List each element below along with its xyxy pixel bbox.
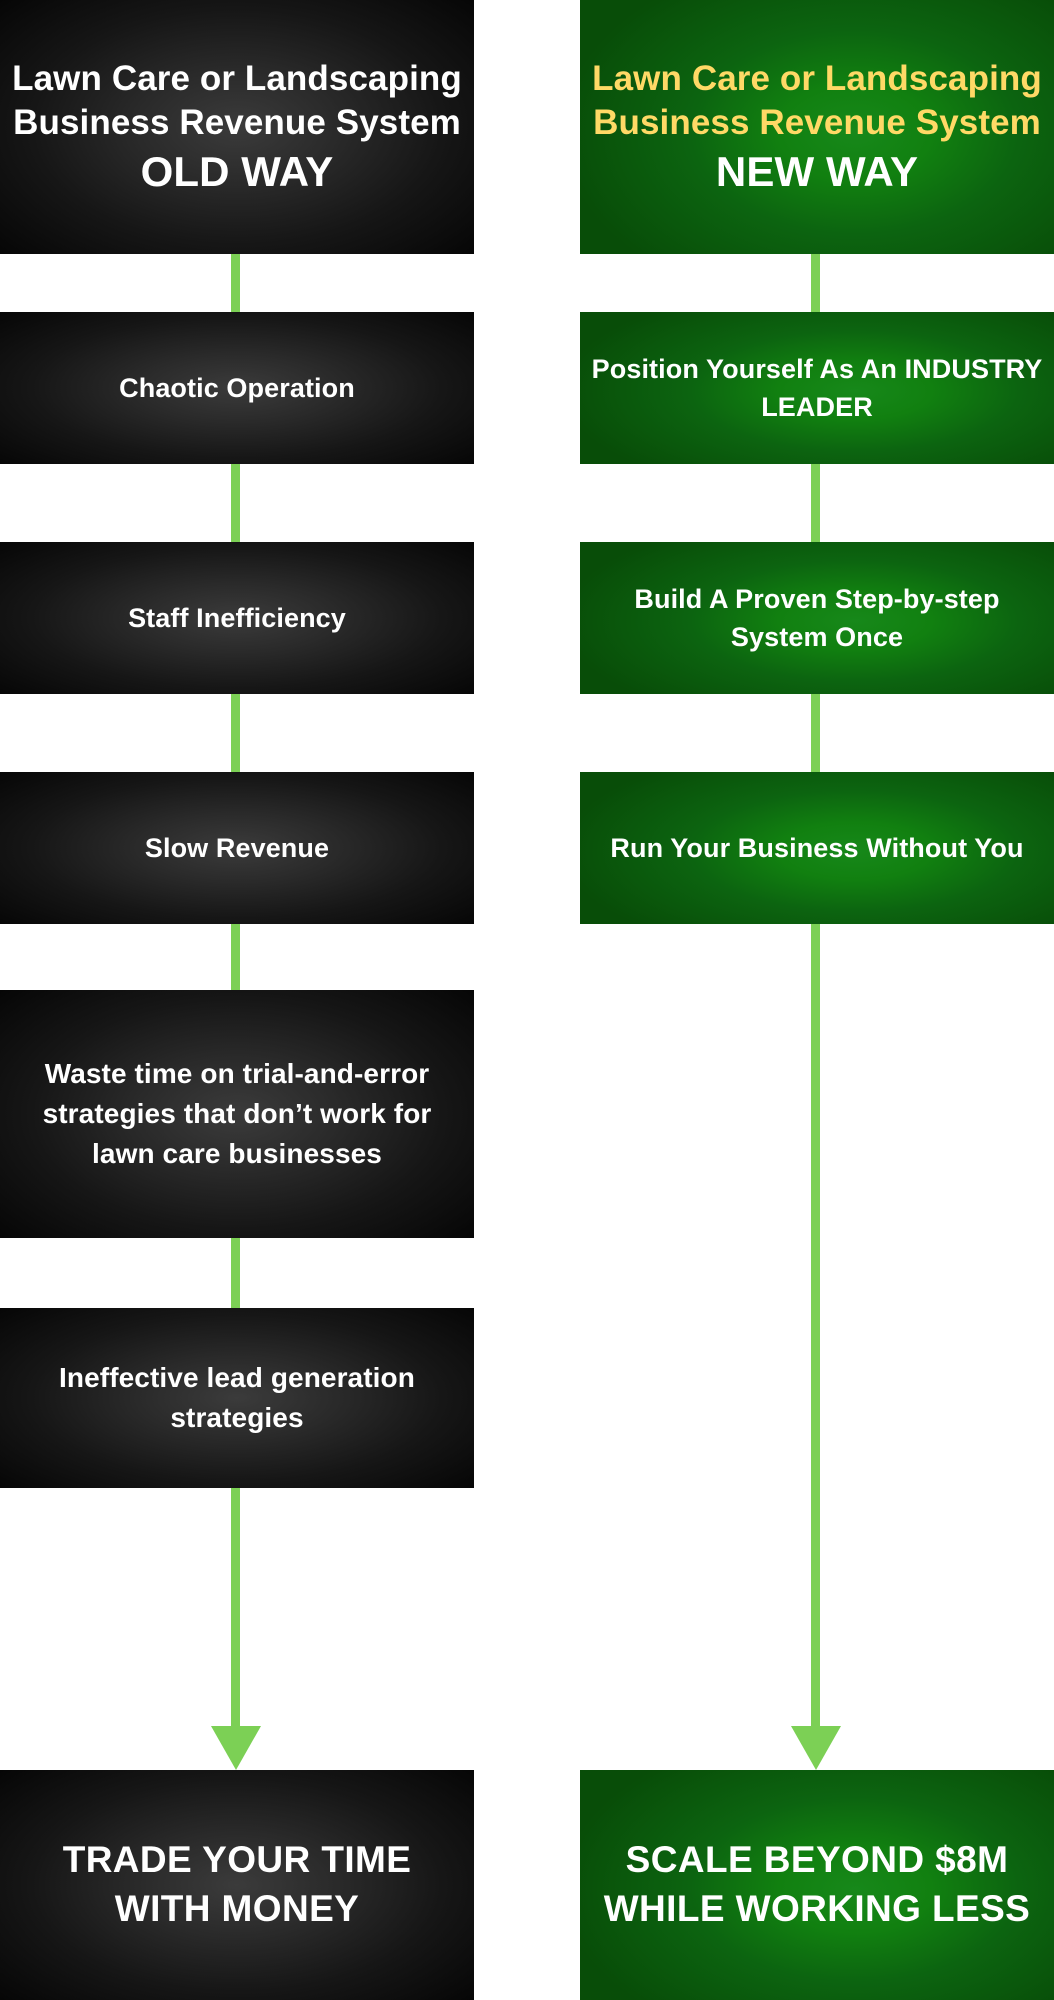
left-step-label-4: Waste time on trial-and-error strategies… xyxy=(42,1058,432,1169)
left-header-title: Lawn Care or Landscaping Business Revenu… xyxy=(12,58,462,142)
right-connector-1 xyxy=(811,254,820,312)
right-outcome-label: SCALE BEYOND $8M WHILE WORKING LESS xyxy=(603,1839,1031,1929)
left-step-box-2: Staff Inefficiency xyxy=(0,542,474,694)
right-step-box-3: Run Your Business Without You xyxy=(580,772,1054,924)
left-step-label-2: Staff Inefficiency xyxy=(128,602,346,633)
right-step-label-2: Build A Proven Step-by-step System Once xyxy=(634,583,1000,652)
left-step-label-1: Chaotic Operation xyxy=(119,372,355,403)
left-connector-3 xyxy=(231,694,240,772)
right-connector-4 xyxy=(811,924,820,1726)
right-outcome-box: SCALE BEYOND $8M WHILE WORKING LESS xyxy=(580,1770,1054,2000)
right-arrow-down-icon xyxy=(791,1726,841,1770)
left-header-box: Lawn Care or Landscaping Business Revenu… xyxy=(0,0,474,254)
left-step-box-3: Slow Revenue xyxy=(0,772,474,924)
right-header-box: Lawn Care or Landscaping Business Revenu… xyxy=(580,0,1054,254)
right-step-box-1: Position Yourself As An INDUSTRY LEADER xyxy=(580,312,1054,464)
left-connector-5 xyxy=(231,1238,240,1308)
right-step-box-2: Build A Proven Step-by-step System Once xyxy=(580,542,1054,694)
left-step-label-3: Slow Revenue xyxy=(144,832,330,863)
left-arrow-down-icon xyxy=(211,1726,261,1770)
left-header-subtitle: OLD WAY xyxy=(140,147,334,195)
left-step-label-5: Ineffective lead generation strategies xyxy=(59,1362,415,1433)
right-connector-2 xyxy=(811,464,820,542)
left-connector-6 xyxy=(231,1488,240,1728)
left-step-box-4: Waste time on trial-and-error strategies… xyxy=(0,990,474,1238)
left-connector-1 xyxy=(231,254,240,312)
left-connector-4 xyxy=(231,924,240,990)
left-outcome-box: TRADE YOUR TIME WITH MONEY xyxy=(0,1770,474,2000)
right-step-label-1: Position Yourself As An INDUSTRY LEADER xyxy=(591,353,1043,422)
left-outcome-label: TRADE YOUR TIME WITH MONEY xyxy=(62,1839,412,1929)
right-step-label-3: Run Your Business Without You xyxy=(610,832,1024,863)
right-connector-3 xyxy=(811,694,820,772)
left-connector-2 xyxy=(231,464,240,542)
right-header-subtitle: NEW WAY xyxy=(715,147,919,195)
left-step-box-5: Ineffective lead generation strategies xyxy=(0,1308,474,1488)
left-step-box-1: Chaotic Operation xyxy=(0,312,474,464)
right-header-title: Lawn Care or Landscaping Business Revenu… xyxy=(592,58,1042,142)
